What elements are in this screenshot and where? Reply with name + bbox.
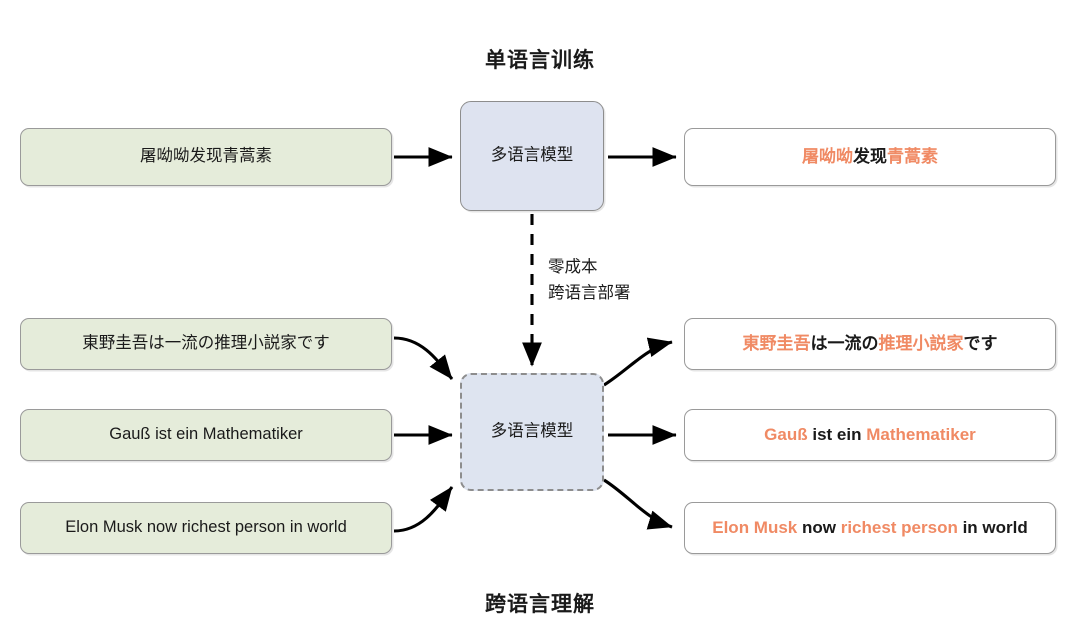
entity-highlight: Elon Musk [712, 517, 802, 537]
entity-highlight: 東野圭吾 [742, 333, 811, 353]
output-text: Gauß ist ein Mathematiker [764, 424, 976, 446]
input-text: Elon Musk now richest person in world [65, 518, 347, 537]
arrow-input4-to-model [393, 486, 454, 533]
input-text: Gauß ist ein Mathematiker [109, 425, 303, 444]
section-title-monolingual-training: 单语言训练 [485, 49, 595, 72]
output-box-english[interactable]: Elon Musk now richest person in world [684, 502, 1056, 554]
entity-highlight: 屠呦呦 [802, 146, 853, 166]
entity-highlight: 青蒿素 [887, 146, 938, 166]
arrow-input2-to-model [393, 336, 454, 380]
model-label: 多语言模型 [490, 146, 574, 165]
output-text: Elon Musk now richest person in world [712, 517, 1028, 539]
zero-cost-deployment-label: 零成本 跨语言部署 [548, 255, 708, 306]
input-box-german[interactable]: Gauß ist ein Mathematiker [20, 409, 392, 461]
input-box-japanese[interactable]: 東野圭吾は一流の推理小説家です [20, 318, 392, 370]
plain-text: now [801, 517, 841, 537]
input-box-english[interactable]: Elon Musk now richest person in world [20, 502, 392, 554]
plain-text: は一流の [810, 333, 879, 353]
plain-text: 发现 [853, 146, 887, 166]
arrow-model-to-output4 [603, 478, 673, 530]
plain-text: ist ein [812, 424, 867, 444]
output-text: 屠呦呦发现青蒿素 [802, 146, 938, 168]
entity-highlight: richest person [840, 517, 963, 537]
output-box-japanese[interactable]: 東野圭吾は一流の推理小説家です [684, 318, 1056, 370]
plain-text: です [963, 333, 998, 353]
input-text: 屠呦呦发现青蒿素 [140, 147, 272, 166]
input-box-chinese[interactable]: 屠呦呦发现青蒿素 [20, 128, 392, 186]
arrow-model-to-output2 [603, 337, 673, 387]
plain-text: in world [962, 517, 1028, 537]
multilingual-model-box-training[interactable]: 多语言模型 [460, 101, 604, 211]
output-box-german[interactable]: Gauß ist ein Mathematiker [684, 409, 1056, 461]
input-text: 東野圭吾は一流の推理小説家です [82, 334, 330, 353]
zero-cost-line2: 跨语言部署 [548, 283, 631, 302]
output-text: 東野圭吾は一流の推理小説家です [743, 333, 998, 355]
multilingual-model-box-inference[interactable]: 多语言模型 [460, 373, 604, 491]
output-box-chinese[interactable]: 屠呦呦发现青蒿素 [684, 128, 1056, 186]
entity-highlight: 推理小説家 [878, 333, 964, 353]
entity-highlight: Mathematiker [866, 424, 976, 444]
section-title-crosslingual-understanding: 跨语言理解 [485, 593, 595, 616]
entity-highlight: Gauß [764, 424, 813, 444]
model-label: 多语言模型 [490, 422, 574, 441]
zero-cost-line1: 零成本 [548, 258, 598, 276]
